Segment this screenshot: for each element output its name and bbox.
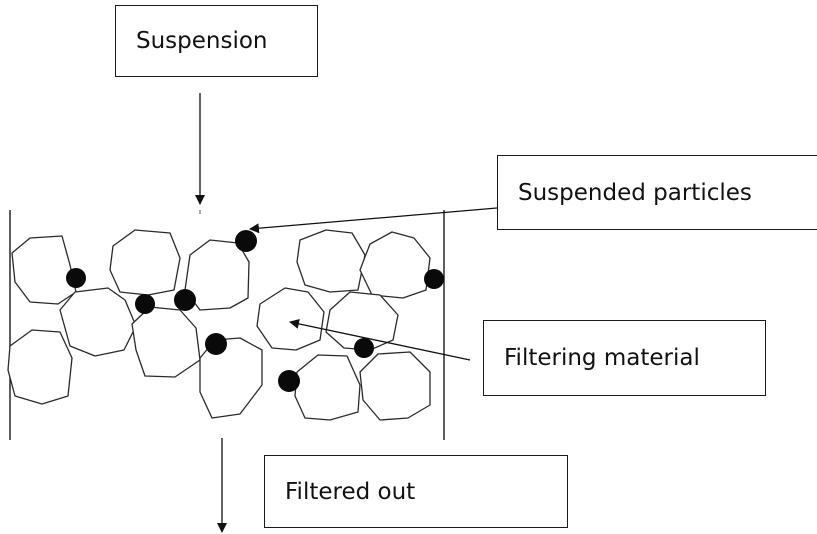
grain	[59, 287, 137, 357]
pointer-suspended-particles	[249, 207, 498, 234]
pointer-filtering-material	[289, 318, 471, 361]
suspension-label: Suspension	[136, 28, 268, 54]
filtering-material-label-box: Filtering material	[483, 320, 766, 396]
particle	[66, 268, 86, 288]
grain	[294, 354, 361, 421]
particle	[235, 230, 257, 252]
particle	[135, 294, 155, 314]
grain	[325, 291, 399, 351]
suspended-particles	[66, 230, 444, 392]
grain	[359, 231, 431, 299]
particle	[174, 289, 196, 311]
grain	[11, 235, 77, 305]
arrows	[195, 93, 498, 533]
grain	[131, 306, 201, 378]
grain	[109, 229, 181, 296]
filtered-out-label-box: Filtered out	[264, 455, 568, 528]
grain	[7, 329, 73, 405]
particle	[354, 338, 374, 358]
suspension-label-box: Suspension	[115, 5, 318, 77]
grain	[296, 229, 366, 293]
grain	[256, 287, 325, 351]
filtered-out-label: Filtered out	[285, 478, 416, 505]
grain	[359, 351, 431, 421]
particle	[278, 370, 300, 392]
suspended-particles-label: Suspended particles	[518, 179, 752, 206]
particle	[205, 333, 227, 355]
filtering-grains	[7, 229, 431, 421]
particle	[424, 269, 444, 289]
filter-walls	[9, 210, 445, 440]
suspended-particles-label-box: Suspended particles	[497, 155, 817, 230]
filtering-material-label: Filtering material	[504, 345, 700, 371]
